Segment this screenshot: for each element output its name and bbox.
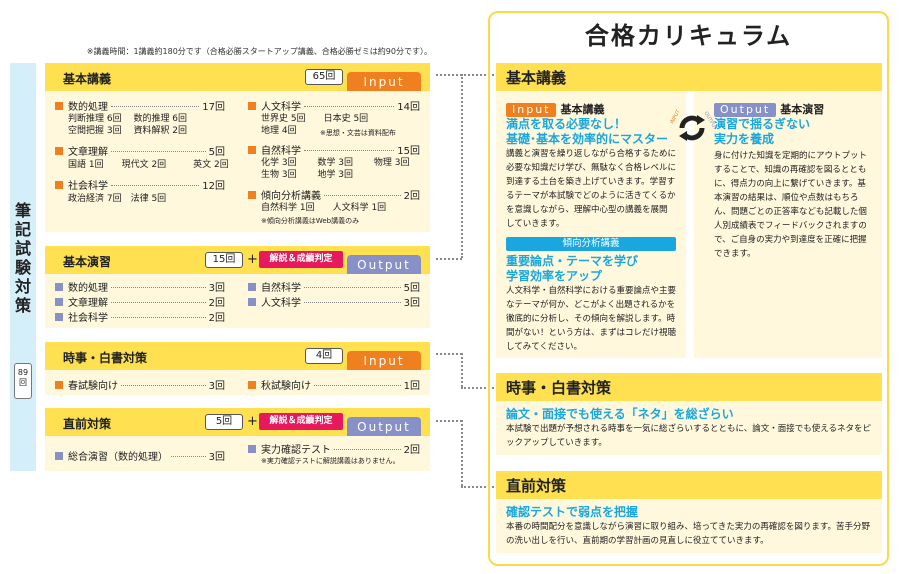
test-note: ※実力確認テストに解説講義はありません。 xyxy=(261,457,400,465)
block-title: 基本講義 xyxy=(63,72,112,86)
sidebar-label: 筆記試験対策 xyxy=(14,201,31,315)
input-tag: Input xyxy=(347,72,421,91)
review-badge: 解説＆成績判定 xyxy=(259,413,343,430)
square-bullet-icon xyxy=(55,380,63,389)
review-badge: 解説＆成績判定 xyxy=(259,251,343,268)
input-tag: Input xyxy=(506,103,557,117)
sub-items: 判断推理 6回 数的推理 6回 空間把握 3回 資料解釈 2回 xyxy=(68,114,188,136)
square-bullet-icon xyxy=(248,380,256,389)
square-bullet-icon xyxy=(248,297,256,306)
sub-items: 世界史 5回 日本史 5回 地理 4回 xyxy=(261,114,369,136)
lecture-time-note: ※講義時間：1講義約180分です（合格必勝スタートアップ講義、合格必勝ゼミは約9… xyxy=(86,47,432,56)
square-bullet-icon xyxy=(248,101,256,110)
plus-sign: + xyxy=(247,414,258,429)
written-exam-sidebar: 筆記試験対策 89回 xyxy=(10,63,36,471)
block-title: 時事・白書対策 xyxy=(63,351,148,365)
input-tag: Input xyxy=(347,351,421,370)
sub-items: 国語 1回 現代文 2回 英文 2回 xyxy=(68,160,229,170)
square-bullet-icon xyxy=(248,145,256,154)
connector-line xyxy=(436,420,462,422)
connector-line xyxy=(436,353,462,355)
square-bullet-icon xyxy=(55,451,63,460)
jinbun-note: ※思想・文芸は資料配布 xyxy=(320,129,396,137)
sub-items: 化学 3回 数学 3回 物理 3回 生物 3回 地学 3回 xyxy=(261,158,410,180)
curriculum-panel xyxy=(488,11,889,566)
square-bullet-icon xyxy=(55,180,63,189)
connector-line xyxy=(461,74,463,258)
output-tag: Output xyxy=(347,417,421,436)
count-badge: 65回 xyxy=(305,69,343,85)
section-header: 直前対策 xyxy=(496,471,882,499)
cycle-icon: INPUT OUTPUT xyxy=(668,108,718,148)
square-bullet-icon xyxy=(55,297,63,306)
section-header: 時事・白書対策 xyxy=(496,373,882,401)
sub-items: 自然科学 1回 人文科学 1回 xyxy=(261,203,387,213)
keikou-note: ※傾向分析講義はWeb講義のみ xyxy=(261,217,360,225)
square-bullet-icon xyxy=(55,146,63,155)
block-title: 基本演習 xyxy=(63,255,112,269)
count-badge: 5回 xyxy=(205,414,243,430)
connector-line xyxy=(461,353,463,387)
connector-line xyxy=(436,74,494,76)
list-item: 総合演習（数的処理）3回 xyxy=(55,448,225,463)
jiji-body: 論文・面接でも使える「ネタ」を総ざらい 本試験で出題が予想される時事を一気に総ざ… xyxy=(496,401,882,455)
output-tag: Output xyxy=(347,255,421,274)
count-badge: 15回 xyxy=(205,252,243,268)
square-bullet-icon xyxy=(248,190,256,199)
chokuzen-body: 確認テストで弱点を把握 本番の時間配分を意識しながら演習に取り組み、培ってきた実… xyxy=(496,499,882,553)
block-chokuzen: 直前対策 5回 + 解説＆成績判定 Output 総合演習（数的処理）3回 実力… xyxy=(45,408,430,471)
keikou-bar: 傾向分析講義 xyxy=(506,237,676,251)
output-tag: Output xyxy=(714,103,777,117)
connector-line xyxy=(461,486,494,488)
sub-items: 政治経済 7回 法律 5回 xyxy=(68,194,167,204)
connector-line xyxy=(436,258,462,260)
square-bullet-icon xyxy=(248,444,256,453)
square-bullet-icon xyxy=(248,282,256,291)
curriculum-title: 合格カリキュラム xyxy=(584,22,793,50)
plus-sign: + xyxy=(247,252,258,267)
square-bullet-icon xyxy=(55,282,63,291)
connector-line xyxy=(461,387,494,389)
square-bullet-icon xyxy=(55,312,63,321)
section-header: 基本講義 xyxy=(496,63,882,91)
connector-line xyxy=(461,420,463,486)
count-badge: 4回 xyxy=(305,348,343,364)
total-count-badge: 89回 xyxy=(14,363,32,399)
block-title: 直前対策 xyxy=(63,417,112,431)
square-bullet-icon xyxy=(55,101,63,110)
